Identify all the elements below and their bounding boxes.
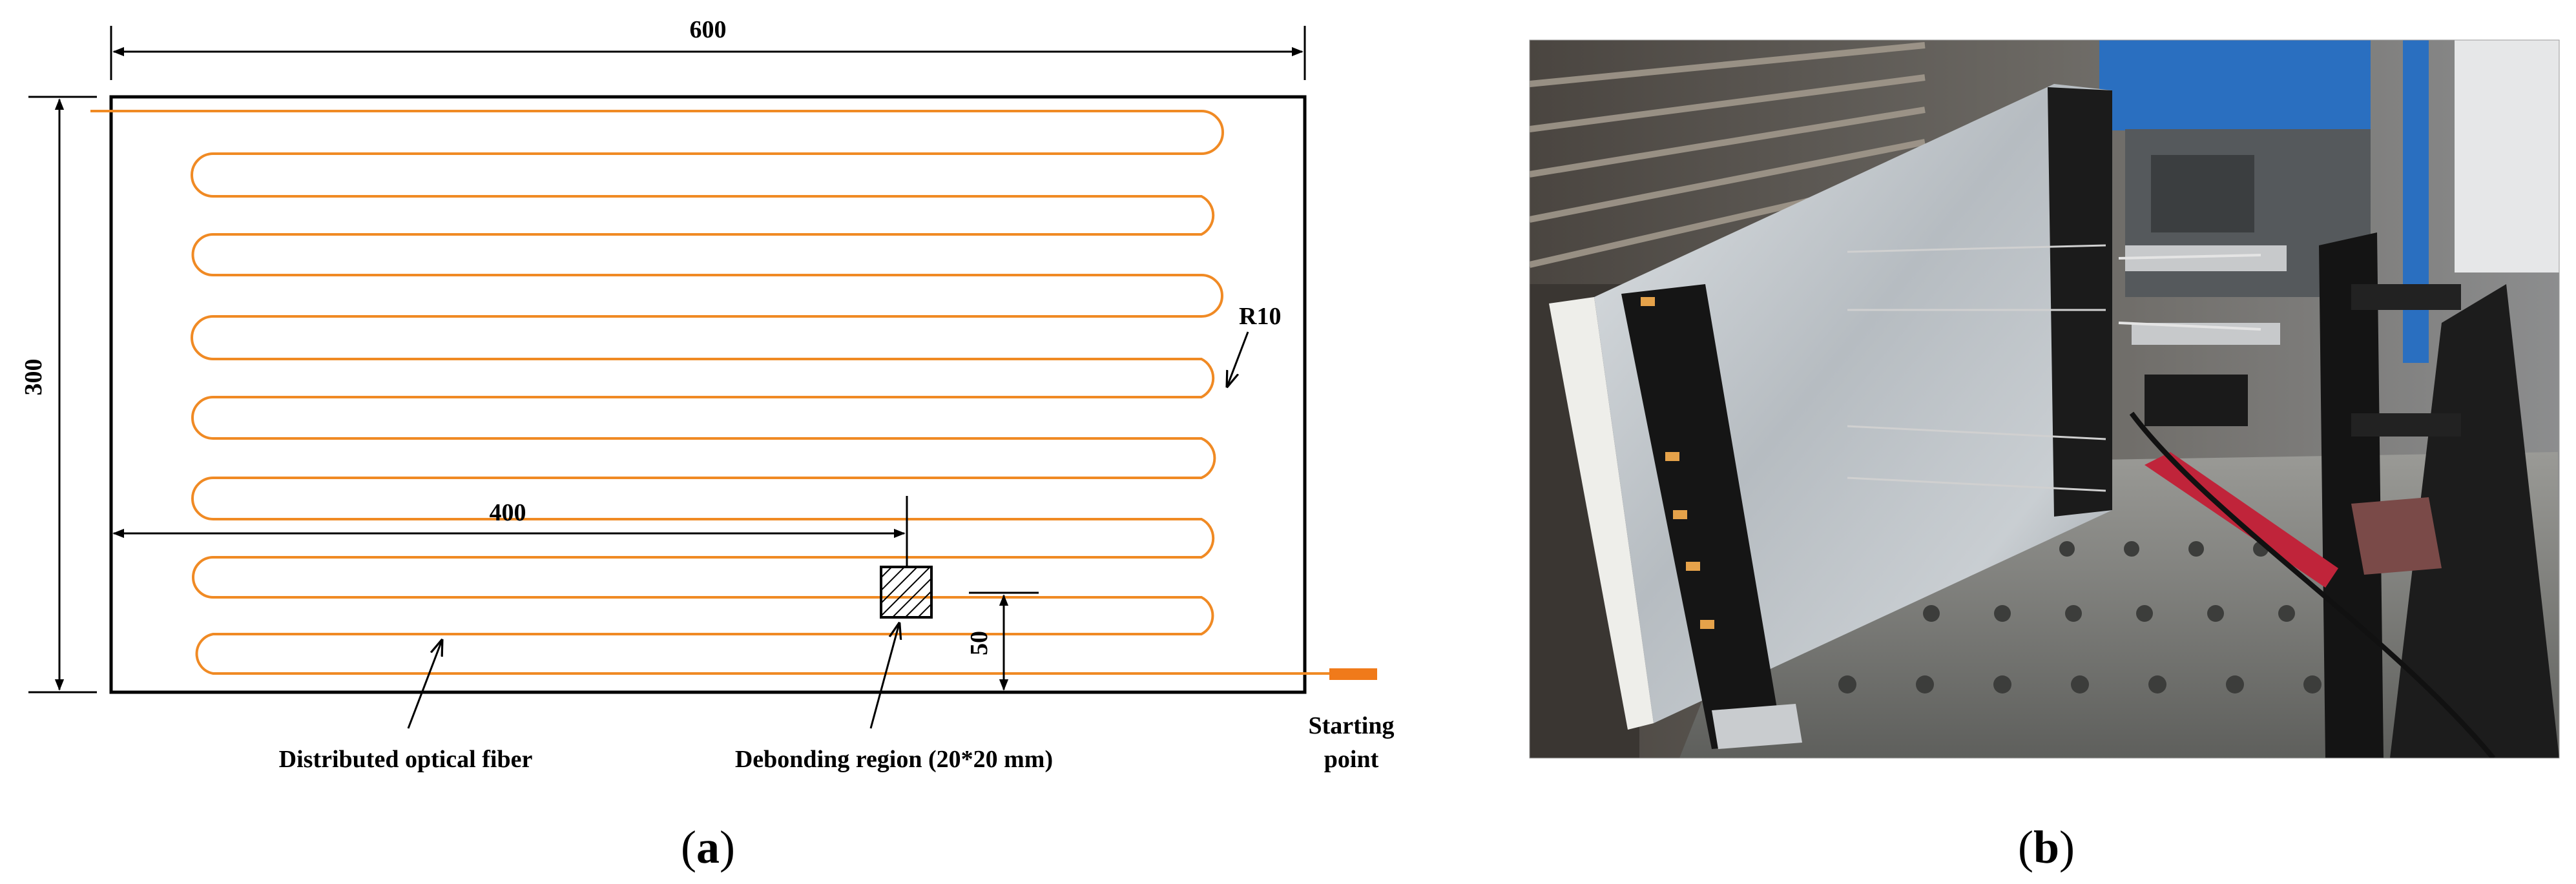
panel-a-schematic: 600 300 400 50 R10 Distributed optical f…: [20, 16, 1395, 873]
debond-x-dimension-label: 400: [490, 499, 526, 526]
width-dimension-label: 600: [690, 16, 727, 43]
panel-b-caption: (b): [2018, 821, 2075, 873]
debond-leader: [869, 624, 899, 729]
height-dimension-label: 300: [20, 359, 47, 396]
optical-fiber-path: [90, 110, 1331, 675]
radius-label: R10: [1239, 303, 1281, 330]
debonding-region: [880, 566, 933, 619]
radius-leader: [1227, 331, 1249, 386]
panel-a-caption: (a): [681, 821, 735, 873]
starting-point-label-2: point: [1324, 746, 1379, 773]
debond-label: Debonding region (20*20 mm): [735, 746, 1053, 773]
starting-point-label: Starting: [1309, 712, 1395, 739]
fiber-leader: [407, 641, 442, 729]
fiber-label: Distributed optical fiber: [279, 746, 533, 773]
starting-point-connector: [1329, 668, 1377, 680]
plate-outline: [109, 95, 1307, 694]
debond-y-dimension-label: 50: [966, 631, 993, 655]
panel-b-photo: (b): [1529, 39, 2560, 873]
test-rig-photo: [1530, 40, 2559, 758]
